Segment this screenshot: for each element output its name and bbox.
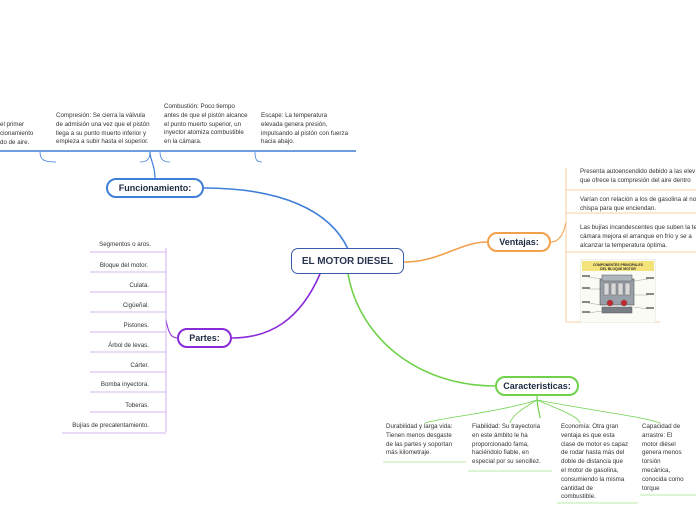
ventajas-subtopic-2[interactable]: Varían con relación a los de gasolina al… <box>580 196 696 212</box>
diagram-label-marks <box>582 275 654 313</box>
diagram-callouts <box>587 276 649 314</box>
partes-item-carter[interactable]: Cárter. <box>130 362 149 369</box>
engine-components-image[interactable]: COMPONENTES PRINCIPALES DEL BLOQUE MOTOR <box>579 258 657 324</box>
engine-block-illustration <box>599 274 635 314</box>
func-subtopic-3[interactable]: Combustión: Poco tiempo antes de que el … <box>164 103 248 146</box>
connector-ventajas <box>403 241 488 263</box>
partes-item-bomba[interactable]: Bomba inyectora. <box>100 381 149 388</box>
ventajas-subtopic-1[interactable]: Presenta autoencendido debido a las elev… <box>580 168 696 184</box>
connector-partes <box>231 273 321 339</box>
caracteristicas-label: Caracteristicas: <box>503 381 571 391</box>
carac-branch-4 <box>536 399 661 424</box>
engine-diagram-svg: COMPONENTES PRINCIPALES DEL BLOQUE MOTOR <box>579 258 657 324</box>
carac-branch-1 <box>424 399 538 424</box>
diagram-title-1: COMPONENTES PRINCIPALES <box>593 263 644 267</box>
diagram-title-2: DEL BLOQUE MOTOR <box>600 267 636 271</box>
funcionamiento-node[interactable]: Funcionamiento: <box>106 178 204 198</box>
caracteristicas-subtopic-2[interactable]: Fiabilidad: Su trayectoria en este ámbit… <box>472 423 541 466</box>
ventajas-node[interactable]: Ventajas: <box>487 232 551 252</box>
partes-node[interactable]: Partes: <box>177 328 232 348</box>
partes-item-segmentos[interactable]: Segmentos o aros. <box>99 241 151 248</box>
partes-item-bujias[interactable]: Bujías de precalentamiento. <box>72 422 149 429</box>
ventajas-label: Ventajas: <box>499 237 539 247</box>
func-branch-1 <box>39 151 57 163</box>
carac-branch-2 <box>509 399 538 424</box>
central-topic-node[interactable]: EL MOTOR DIESEL <box>291 248 404 274</box>
funcionamiento-label: Funcionamiento: <box>118 183 192 193</box>
partes-label: Partes: <box>189 333 220 343</box>
carac-trunk <box>536 395 541 419</box>
partes-trunk <box>165 319 178 339</box>
vent-trunk <box>550 221 567 243</box>
partes-item-arbol[interactable]: Árbol de levas. <box>108 342 149 349</box>
connector-funcionamiento <box>203 187 349 250</box>
partes-item-culata[interactable]: Culata. <box>129 282 149 289</box>
partes-item-bloque[interactable]: Bloque del motor. <box>99 262 148 269</box>
caracteristicas-subtopic-1[interactable]: Durabilidad y larga vida: Tienen menos d… <box>386 423 453 457</box>
func-subtopic-4[interactable]: Escape: La temperatura elevada genera pr… <box>261 112 349 146</box>
connector-caracteristicas <box>347 273 496 387</box>
partes-item-ciguenal[interactable]: Cigüeñal. <box>122 302 149 309</box>
caracteristicas-subtopic-3[interactable]: Economía: Otra gran ventaja es que esta … <box>561 423 629 501</box>
func-branch-2 <box>139 151 151 163</box>
partes-item-toberas[interactable]: Toberas. <box>125 402 149 409</box>
func-subtopic-2[interactable]: Compresión: Se cierra la válvula de admi… <box>56 112 150 146</box>
caracteristicas-node[interactable]: Caracteristicas: <box>495 376 579 396</box>
func-branch-4 <box>254 151 263 163</box>
func-subtopic-1[interactable]: el primer cionamiento do de aire. <box>0 121 34 146</box>
caracteristicas-subtopic-4[interactable]: Capacidad de arrastre: El motor diésel g… <box>642 423 684 492</box>
partes-item-pistones[interactable]: Pistones. <box>123 322 149 329</box>
diagram-title-band <box>582 261 654 271</box>
carac-branch-3 <box>536 399 581 424</box>
central-topic-title: EL MOTOR DIESEL <box>301 255 394 267</box>
func-branch-3 <box>159 151 171 163</box>
ventajas-subtopic-3[interactable]: Las bujías incandescentes que suben la t… <box>580 224 696 249</box>
